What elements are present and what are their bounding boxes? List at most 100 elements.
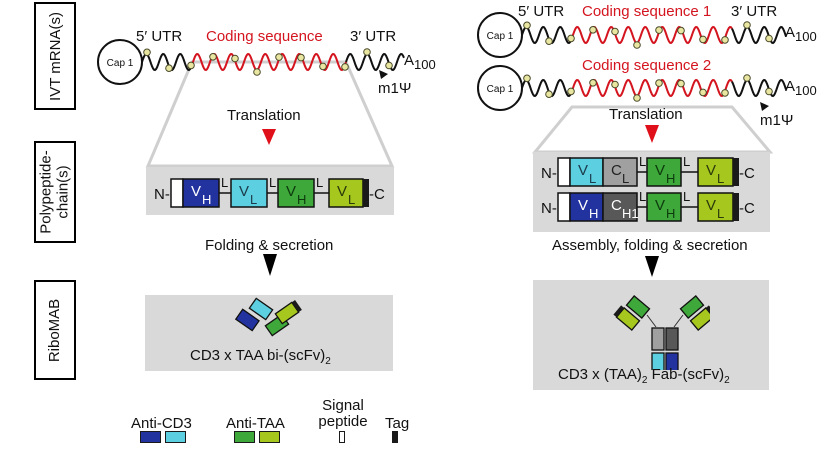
domain-subscript: L <box>589 171 596 186</box>
right-polya-1-count: 100 <box>795 29 817 44</box>
domain-subscript: H1 <box>622 206 639 221</box>
right-product-cl <box>651 327 665 351</box>
right-m1psi-label: m1Ψ <box>760 112 794 129</box>
linker-label: L <box>639 154 646 169</box>
domain-subscript: H <box>666 206 675 221</box>
signal-peptide <box>170 178 184 208</box>
right-utr5-label: 5′ UTR <box>518 3 565 20</box>
domain-subscript: H <box>202 192 211 207</box>
m1psi-nucleotide <box>523 74 531 83</box>
right-translation-arrow <box>645 125 659 143</box>
domain-subscript: L <box>348 192 355 207</box>
m1psi-nucleotide <box>611 80 619 89</box>
left-folding-arrow <box>263 254 277 276</box>
right-polya-2-label: A100 <box>785 78 817 98</box>
m1psi-nucleotide <box>589 26 597 34</box>
m1psi-nucleotide <box>699 88 707 97</box>
domain-ch1 <box>602 192 638 222</box>
utr3-strand <box>731 78 787 98</box>
m1psi-nucleotide <box>165 64 173 72</box>
legend-anti-taa-dark-swatch <box>234 431 255 443</box>
m1psi-nucleotide <box>633 94 641 102</box>
m1psi-nucleotide <box>567 87 575 96</box>
right-coding-sequence-2-label: Coding sequence 2 <box>582 57 712 74</box>
m1psi-nucleotide <box>765 87 773 96</box>
legend-signal-line2: peptide <box>318 413 368 430</box>
left-utr3-label: 3′ UTR <box>350 28 397 45</box>
domain-label: C <box>611 197 622 214</box>
right-product-left-tag <box>613 305 625 318</box>
m1psi-nucleotide <box>341 63 349 71</box>
cap-label: Cap 1 <box>487 84 514 95</box>
m1psi-nucleotide <box>677 26 685 35</box>
coding-strand <box>191 52 347 72</box>
left-utr5-label: 5′ UTR <box>136 28 183 45</box>
m1psi-nucleotide <box>699 35 707 44</box>
linker-label: L <box>683 189 690 204</box>
utr5-strand <box>521 78 573 98</box>
right-product-name-part1: CD3 x (TAA) <box>558 366 642 383</box>
legend-anti-taa-light-swatch <box>259 431 280 443</box>
left-product-name: CD3 x TAA bi-(scFv) <box>190 347 326 364</box>
right-product-left-vh <box>625 295 651 319</box>
left-polya-label: A100 <box>404 52 436 72</box>
row-label-polypeptide: Polypeptide-chain(s) <box>34 141 76 243</box>
legend-signal-peptide-swatch <box>339 431 345 443</box>
right-product-panel <box>533 280 769 390</box>
utr5-strand <box>521 25 573 45</box>
n-terminus-label: N- <box>154 186 170 203</box>
domain-vl <box>697 157 734 187</box>
right-product-right-tag <box>705 305 710 318</box>
left-bi-scfv-structure <box>234 297 302 337</box>
left-translation-arrow <box>262 129 276 145</box>
left-product-vl-cd3 <box>248 297 274 321</box>
left-mrna: Cap 1 <box>97 39 405 85</box>
domain-label: C <box>611 162 622 179</box>
cap-label: Cap 1 <box>107 58 134 69</box>
left-product-vh-cd3 <box>234 308 260 332</box>
right-product-subscript-1: 2 <box>641 375 648 386</box>
tag <box>363 179 369 207</box>
m1psi-nucleotide <box>611 27 619 36</box>
right-utr3-label: 3′ UTR <box>731 3 778 20</box>
utr3-strand <box>345 52 405 72</box>
right-mrna-2: Cap 1 <box>477 65 787 111</box>
m1psi-nucleotide <box>655 26 663 34</box>
right-product-vl-cd3 <box>651 352 665 370</box>
legend-anti-cd3-light-swatch <box>165 431 186 443</box>
m1psi-nucleotide <box>297 53 305 62</box>
m1psi-nucleotide <box>319 62 327 71</box>
legend-tag-swatch <box>392 431 398 443</box>
cap-label: Cap 1 <box>487 31 514 42</box>
m1psi-nucleotide <box>385 61 393 70</box>
legend-anti-taa-label: Anti-TAA <box>226 415 285 432</box>
domain-subscript: H <box>666 171 675 186</box>
right-step-label: Assembly, folding & secretion <box>552 237 748 254</box>
domain-subscript: H <box>297 192 306 207</box>
utr5-strand <box>141 52 193 72</box>
m1psi-nucleotide <box>765 34 773 43</box>
right-product-subscript-2: 2 <box>724 375 730 386</box>
right-coding-sequence-1-label: Coding sequence 1 <box>582 3 712 20</box>
left-coding-sequence-label: Coding sequence <box>206 28 323 45</box>
right-polya-1-a: A <box>785 24 796 41</box>
right-polya-2-a: A <box>785 78 796 95</box>
domain-label: V <box>706 162 716 179</box>
c-terminus-label: -C <box>369 186 385 203</box>
m1psi-nucleotide <box>655 79 663 87</box>
left-polya-a: A <box>404 52 415 69</box>
linker-label: L <box>221 175 228 190</box>
domain-subscript: L <box>717 206 724 221</box>
right-translation-label: Translation <box>609 106 683 123</box>
domain-subscript: L <box>622 171 629 186</box>
m1psi-nucleotide <box>231 54 239 63</box>
right-product-ch1 <box>665 327 679 351</box>
left-product-subscript: 2 <box>325 356 331 367</box>
m1psi-nucleotide <box>187 61 195 70</box>
row-label-ivt-mrna: IVT mRNA(s) <box>34 2 76 110</box>
right-product-vh-cd3 <box>665 352 679 370</box>
legend-tag-label: Tag <box>385 415 410 432</box>
m1psi-nucleotide <box>523 21 531 30</box>
c-terminus-label: -C <box>739 165 755 182</box>
